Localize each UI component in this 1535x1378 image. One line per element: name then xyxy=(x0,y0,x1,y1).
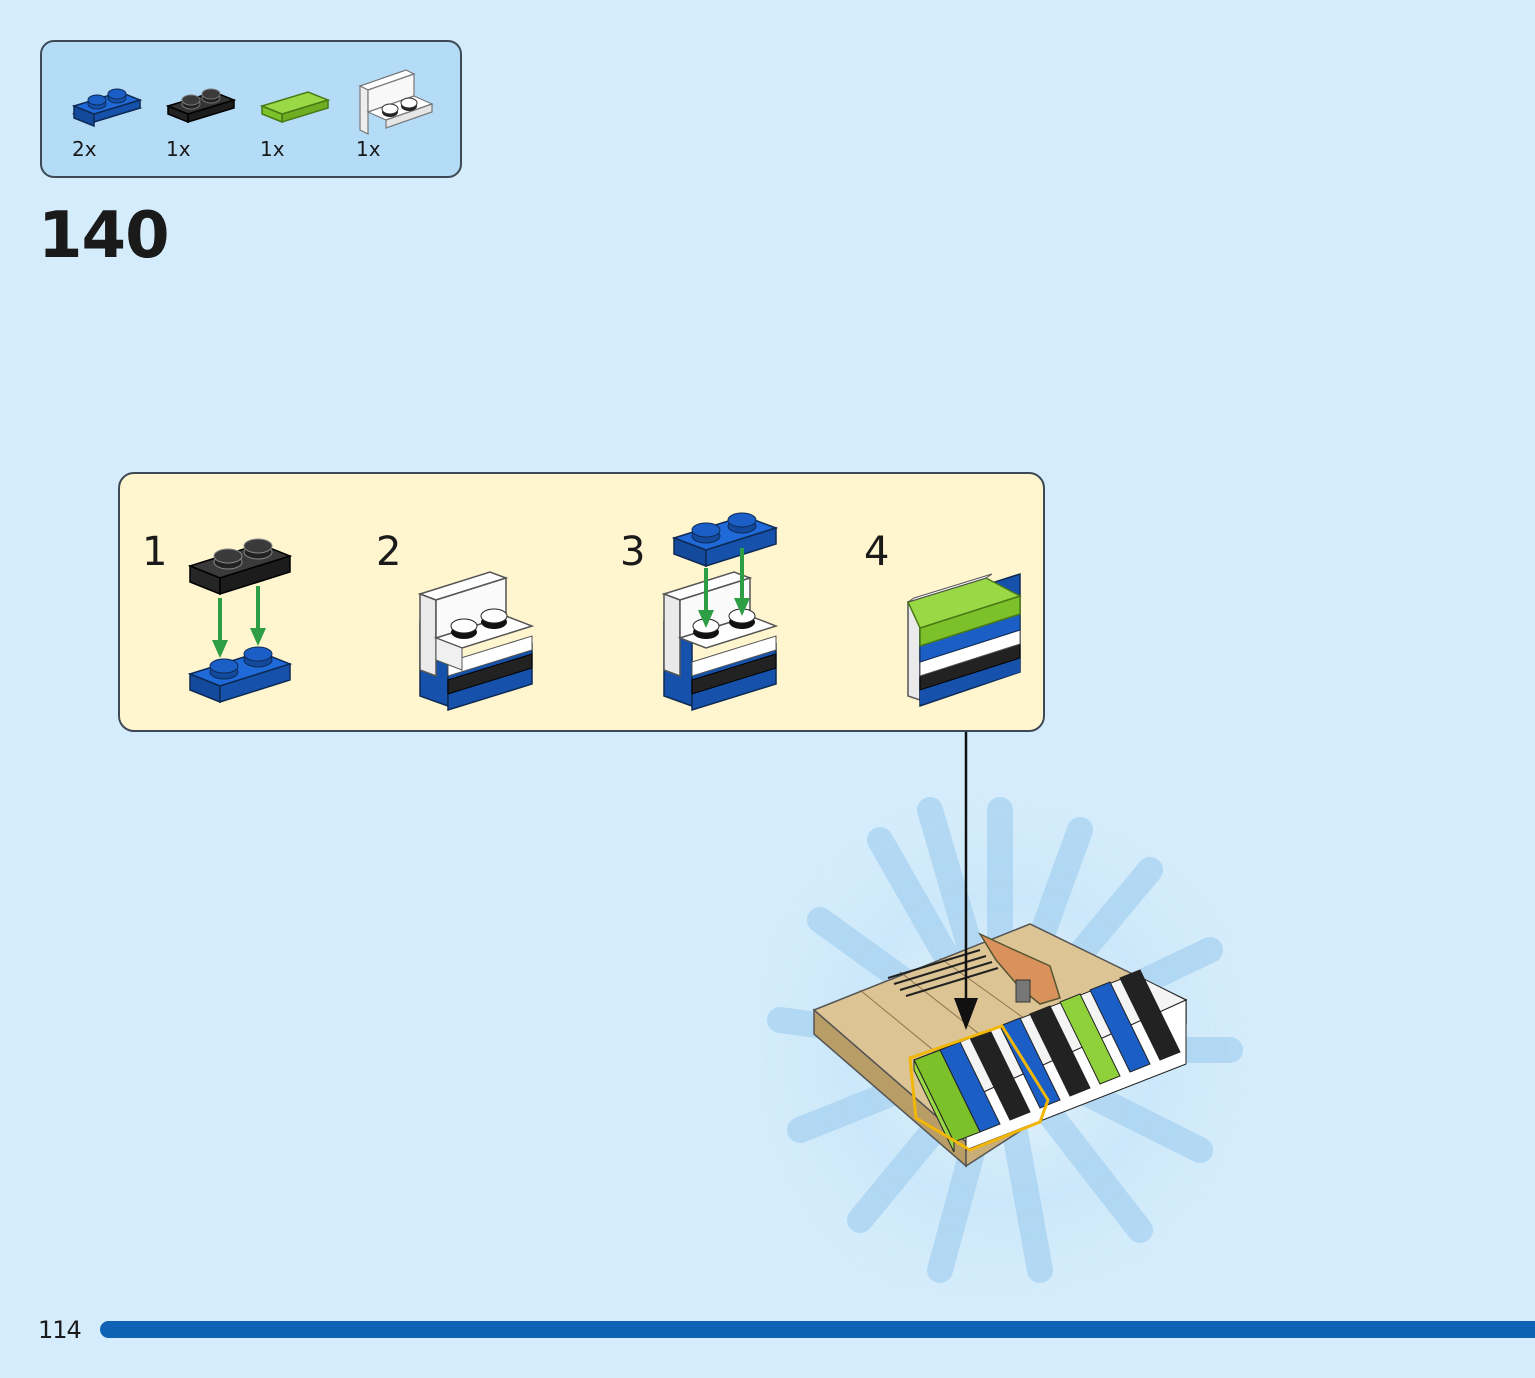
part-lime-tile: 1x xyxy=(258,62,348,162)
part-white-bracket: 1x xyxy=(354,62,444,162)
white-bracket-on-stack-illustration xyxy=(417,571,535,712)
substep-4: 4 xyxy=(864,494,1084,714)
step-number: 140 xyxy=(38,199,170,273)
substep-3: 3 xyxy=(620,494,840,714)
page-number: 114 xyxy=(38,1316,82,1344)
substep-number: 1 xyxy=(142,529,168,575)
part-blue-plate: 2x xyxy=(70,62,160,162)
progress-bar xyxy=(100,1321,1535,1338)
minifigure xyxy=(978,932,1061,1005)
tan-baseplate xyxy=(812,923,1188,1168)
parts-list-panel: 2x 1x 1x xyxy=(40,40,462,178)
substep-2: 2 xyxy=(376,494,596,714)
substep-number: 2 xyxy=(376,529,402,575)
substep-number: 4 xyxy=(864,529,890,575)
substep-1: 1 xyxy=(142,494,362,714)
callout-arrow-icon xyxy=(954,998,978,1030)
black-plate-icon xyxy=(165,88,237,124)
black-plate-on-blue-plate-illustration xyxy=(187,538,293,704)
highlight-burst xyxy=(740,790,1260,1310)
part-qty: 1x xyxy=(260,137,285,161)
substep-panel: 1 2 xyxy=(118,472,1045,732)
part-black-plate: 1x xyxy=(164,62,254,162)
piano-keys xyxy=(912,969,1188,1153)
highlight-frame xyxy=(908,1024,1050,1152)
substep-number: 3 xyxy=(620,529,646,575)
part-qty: 1x xyxy=(166,137,191,161)
part-qty: 2x xyxy=(72,137,97,161)
finished-subassembly-illustration xyxy=(906,572,1022,708)
white-bracket-icon xyxy=(358,69,434,135)
lime-tile-icon xyxy=(259,91,331,124)
blue-plate-icon xyxy=(71,88,143,128)
part-qty: 1x xyxy=(356,137,381,161)
blue-plate-onto-bracket-illustration xyxy=(661,512,779,712)
